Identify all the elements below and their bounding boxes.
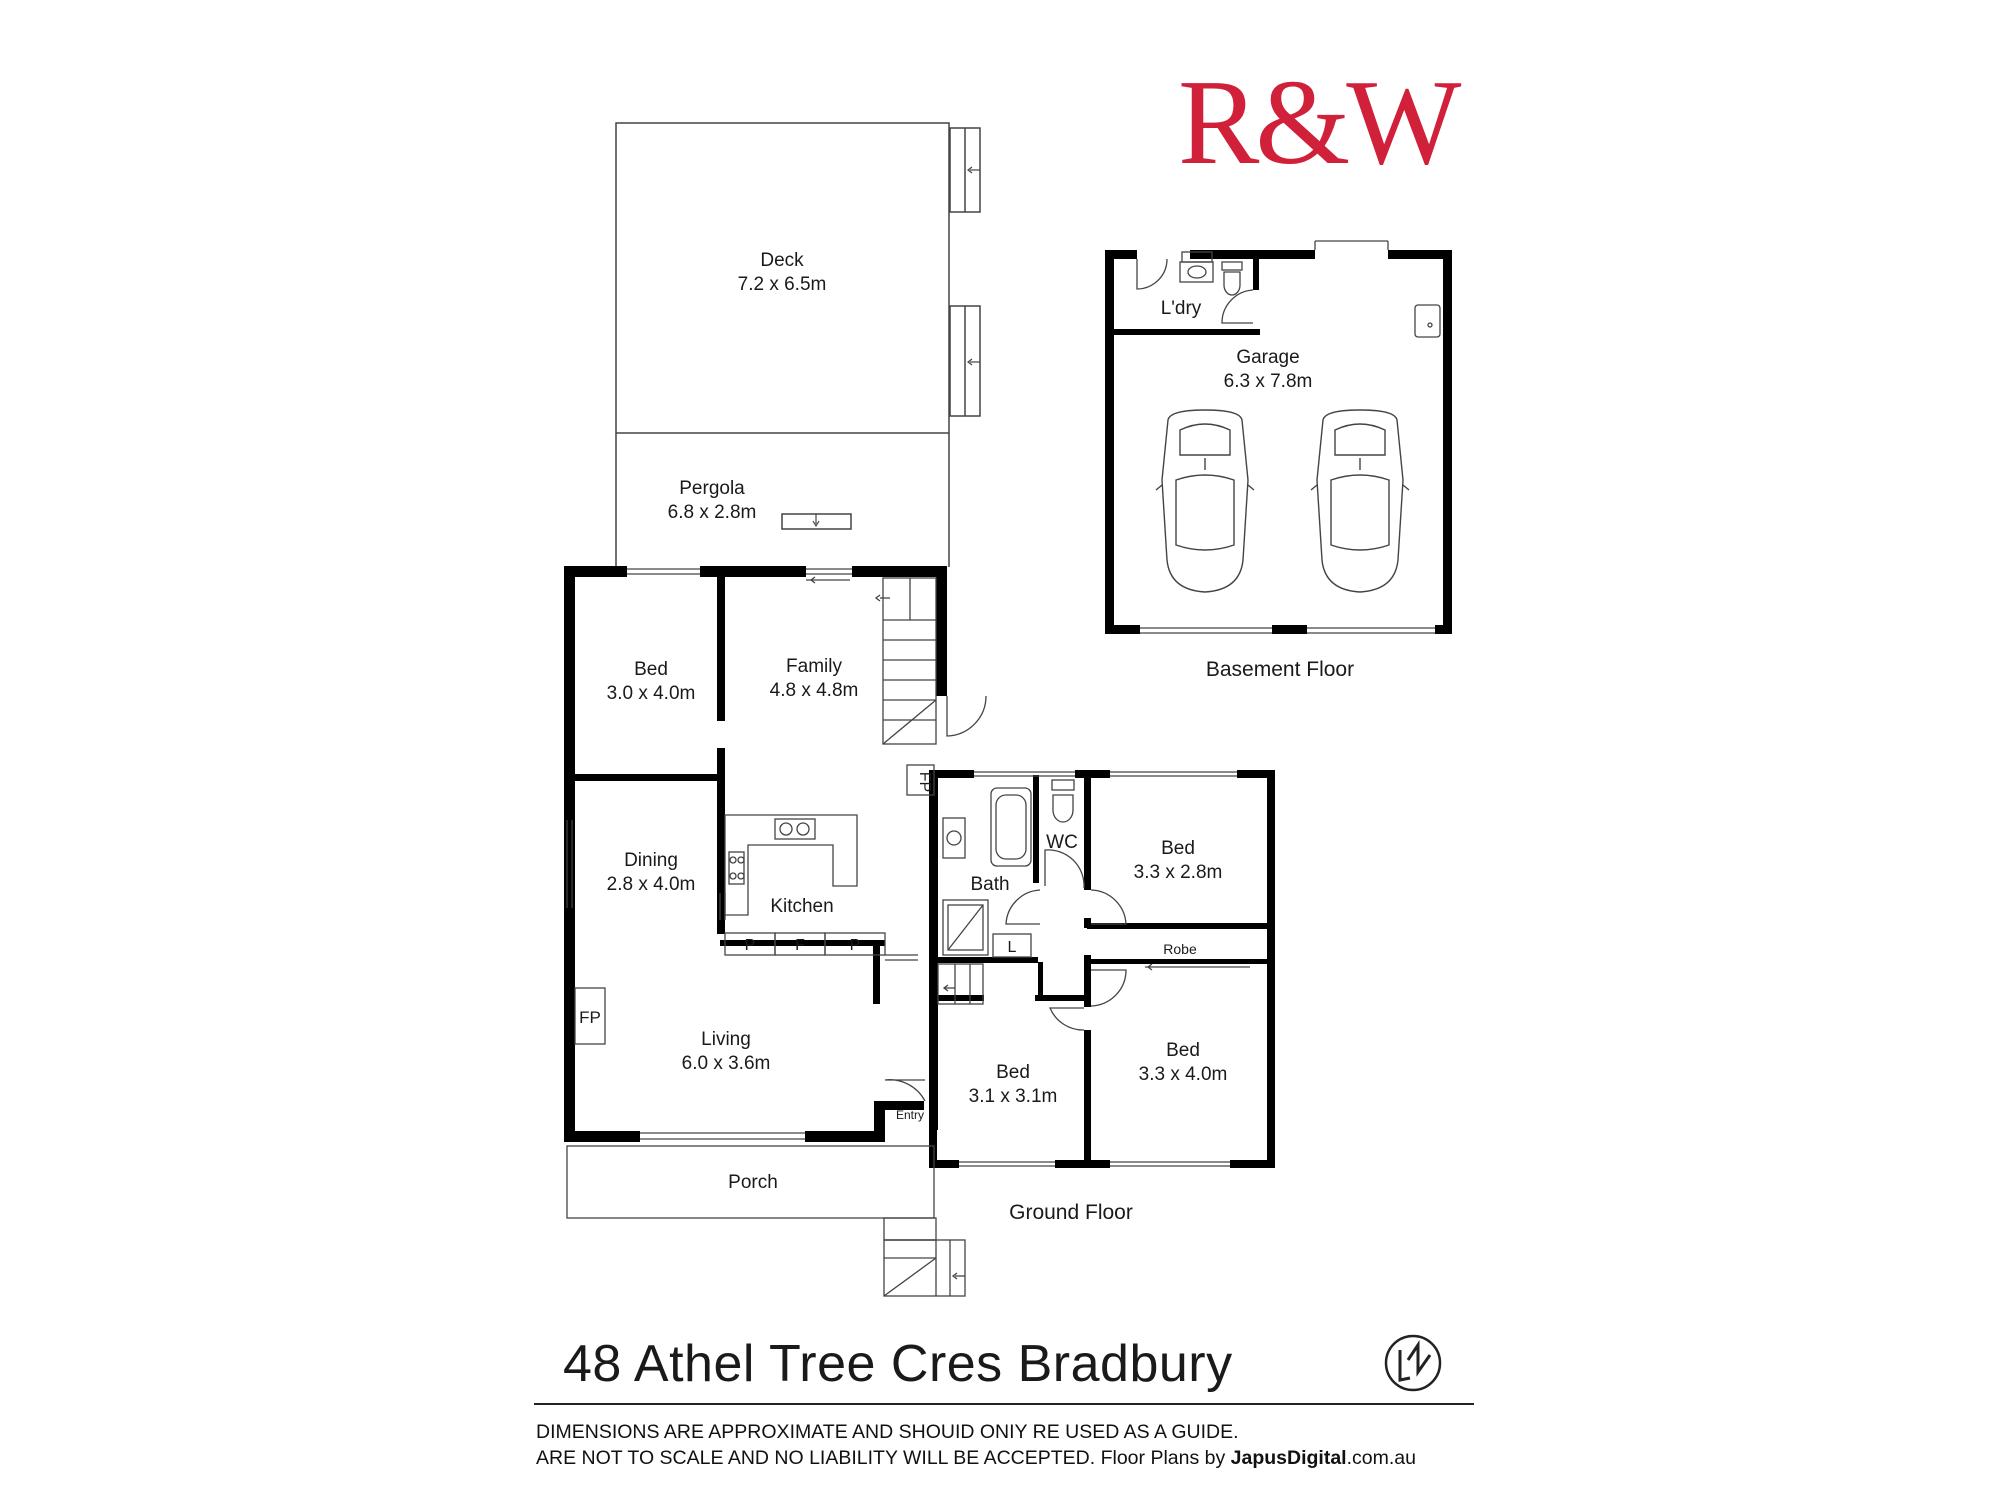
living-name: Living <box>701 1029 751 1050</box>
deck-name: Deck <box>760 250 804 271</box>
disclaimer-line-2: ARE NOT TO SCALE AND NO LIABILITY WILL B… <box>536 1445 1416 1471</box>
wc-name: WC <box>1046 832 1078 853</box>
brand-domain: .com.au <box>1346 1447 1416 1469</box>
bed-s-size: 3.1 x 3.1m <box>969 1086 1058 1107</box>
dining-size: 2.8 x 4.0m <box>607 874 696 895</box>
pergola-size: 6.8 x 2.8m <box>668 502 757 523</box>
porch-name: Porch <box>728 1172 778 1193</box>
car-icon <box>1155 409 1255 593</box>
property-address: 48 Athel Tree Cres Bradbury <box>563 1335 1233 1393</box>
living-size: 6.0 x 3.6m <box>682 1053 771 1074</box>
bed-ne-name: Bed <box>1161 838 1195 859</box>
pantry-label: P <box>745 937 756 954</box>
windows <box>566 568 1237 1167</box>
laundry-name: L'dry <box>1161 298 1202 319</box>
car-icon <box>1310 409 1410 593</box>
bed-s-name: Bed <box>996 1062 1030 1083</box>
bed-nw-size: 3.0 x 4.0m <box>607 683 696 704</box>
linen-label: L <box>1008 939 1017 956</box>
garage-name: Garage <box>1236 347 1299 368</box>
arrow-marks <box>812 166 980 528</box>
basement-walls <box>1105 250 1452 634</box>
fireplace-label: FP <box>579 1008 601 1027</box>
disclaimer: DIMENSIONS ARE APPROXIMATE AND SHOUID ON… <box>536 1419 1416 1471</box>
garage-size: 6.3 x 7.8m <box>1224 371 1313 392</box>
basement-fixtures <box>1136 240 1441 634</box>
dining-name: Dining <box>624 850 678 871</box>
divider <box>534 1403 1474 1405</box>
bed-se-name: Bed <box>1166 1040 1200 1061</box>
deck-outline <box>615 122 981 567</box>
pergola-name: Pergola <box>679 478 745 499</box>
basement-floor-label: Basement Floor <box>1206 658 1354 681</box>
north-compass-icon <box>1384 1334 1442 1392</box>
pantry-label: P <box>850 937 861 954</box>
fridge-label: F <box>795 937 805 954</box>
deck-size: 7.2 x 6.5m <box>738 274 827 295</box>
bed-nw-name: Bed <box>634 659 668 680</box>
fireplace-label: FP <box>916 772 933 792</box>
family-name: Family <box>786 656 842 677</box>
bath-name: Bath <box>970 874 1009 895</box>
family-size: 4.8 x 4.8m <box>770 680 859 701</box>
disclaimer-text: ARE NOT TO SCALE AND NO LIABILITY WILL B… <box>536 1447 1231 1469</box>
bed-ne-size: 3.3 x 2.8m <box>1134 862 1223 883</box>
ground-floor-label: Ground Floor <box>1009 1201 1133 1224</box>
fixtures <box>566 576 1250 1297</box>
brand-name: JapusDigital <box>1230 1447 1347 1469</box>
bed-se-size: 3.3 x 4.0m <box>1139 1064 1228 1085</box>
ground-walls <box>564 566 1275 1168</box>
kitchen-name: Kitchen <box>770 896 833 917</box>
rw-logo: R&W <box>1178 55 1461 190</box>
disclaimer-line-1: DIMENSIONS ARE APPROXIMATE AND SHOUID ON… <box>536 1421 1239 1443</box>
robe-name: Robe <box>1163 941 1197 957</box>
entry-name: Entry <box>896 1108 924 1122</box>
